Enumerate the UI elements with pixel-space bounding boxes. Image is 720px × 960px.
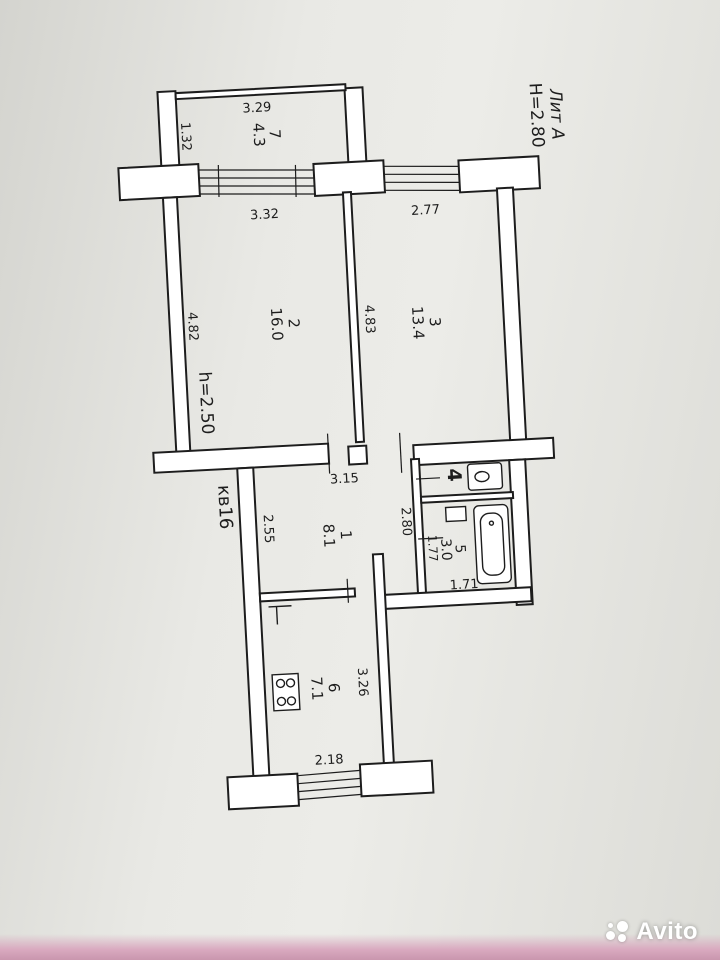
middle-wall-stub	[347, 444, 369, 466]
bathtub-icon	[473, 503, 513, 585]
door-room2	[326, 433, 331, 474]
stove-icon	[271, 672, 301, 712]
sink-icon	[444, 505, 468, 523]
dim-room2-width: 3.32	[250, 207, 280, 223]
bath-right-wall	[508, 458, 534, 607]
height-label: H=2.80	[524, 82, 547, 148]
dim-hall-length: 2.55	[260, 514, 276, 544]
door-kitchen	[346, 578, 350, 603]
room3-number: 3	[426, 317, 444, 327]
kitchen-sink-icon	[268, 605, 292, 625]
room1-area: 8.1	[319, 523, 338, 548]
door-room4	[415, 477, 441, 480]
room6-area: 7.1	[307, 676, 326, 701]
room2-area: 16.0	[267, 307, 287, 341]
bottom-wall-left	[226, 772, 301, 811]
dim-balcony-width: 3.29	[242, 100, 272, 116]
toilet-icon	[466, 462, 504, 491]
window-room3	[383, 165, 460, 191]
avito-watermark: Avito	[604, 918, 698, 946]
dim-room3-width: 2.77	[411, 202, 441, 218]
room7-number: 7	[266, 129, 284, 139]
avito-text: Avito	[636, 918, 698, 945]
window-kitchen	[297, 769, 362, 801]
avito-logo-icon	[604, 919, 630, 945]
room2-number: 2	[284, 318, 302, 328]
top-wall-middle	[312, 159, 387, 198]
room5-number: 5	[452, 544, 468, 554]
dim-bath-width: 1.71	[449, 577, 479, 593]
dim-kitchen-length: 3.26	[354, 667, 370, 697]
dim-bath-length: 2.80	[397, 507, 413, 537]
top-wall-right	[457, 155, 542, 194]
building-label: Лит А	[545, 87, 568, 140]
apartment-label: кв16	[213, 484, 236, 529]
bath-divider	[419, 490, 515, 504]
dim-bath-depth: 1.77	[425, 535, 440, 562]
window-room2	[198, 164, 315, 198]
room6-number: 6	[325, 682, 343, 692]
room4-number: 4	[443, 468, 466, 482]
kitchen-top-wall	[258, 587, 357, 603]
dim-room3-length: 4.83	[361, 304, 377, 334]
dim-room2-length: 4.82	[184, 312, 200, 342]
walls	[117, 83, 556, 811]
balcony-wall-right	[343, 86, 368, 168]
middle-wall-right	[412, 436, 556, 467]
door-room3	[398, 432, 403, 473]
ceiling-label: h=2.50	[194, 371, 217, 435]
room5-area: 3.0	[437, 538, 454, 561]
right-wall-room3	[495, 186, 528, 450]
dim-kitchen-width: 2.18	[314, 752, 344, 768]
dim-hall-width: 3.15	[330, 471, 360, 487]
room7-area: 4.3	[249, 122, 268, 147]
room1-number: 1	[337, 530, 355, 540]
top-wall-left	[117, 162, 201, 202]
partition-2-3	[341, 191, 366, 444]
windows	[198, 164, 460, 801]
balcony-wall-left	[156, 90, 181, 174]
room3-area: 13.4	[408, 306, 428, 340]
doors	[326, 432, 444, 603]
door-room5	[418, 537, 444, 540]
fixtures	[268, 462, 513, 712]
bottom-wall-right	[358, 759, 435, 798]
fabric-strip	[0, 934, 720, 960]
dim-balcony-depth: 1.32	[177, 122, 193, 152]
plan-labels: Лит А H=2.80 кв16 h=2.50 7 4.3 2 16.0 3 …	[177, 82, 568, 768]
kitchen-partition	[371, 552, 395, 766]
balcony-front	[174, 83, 347, 101]
